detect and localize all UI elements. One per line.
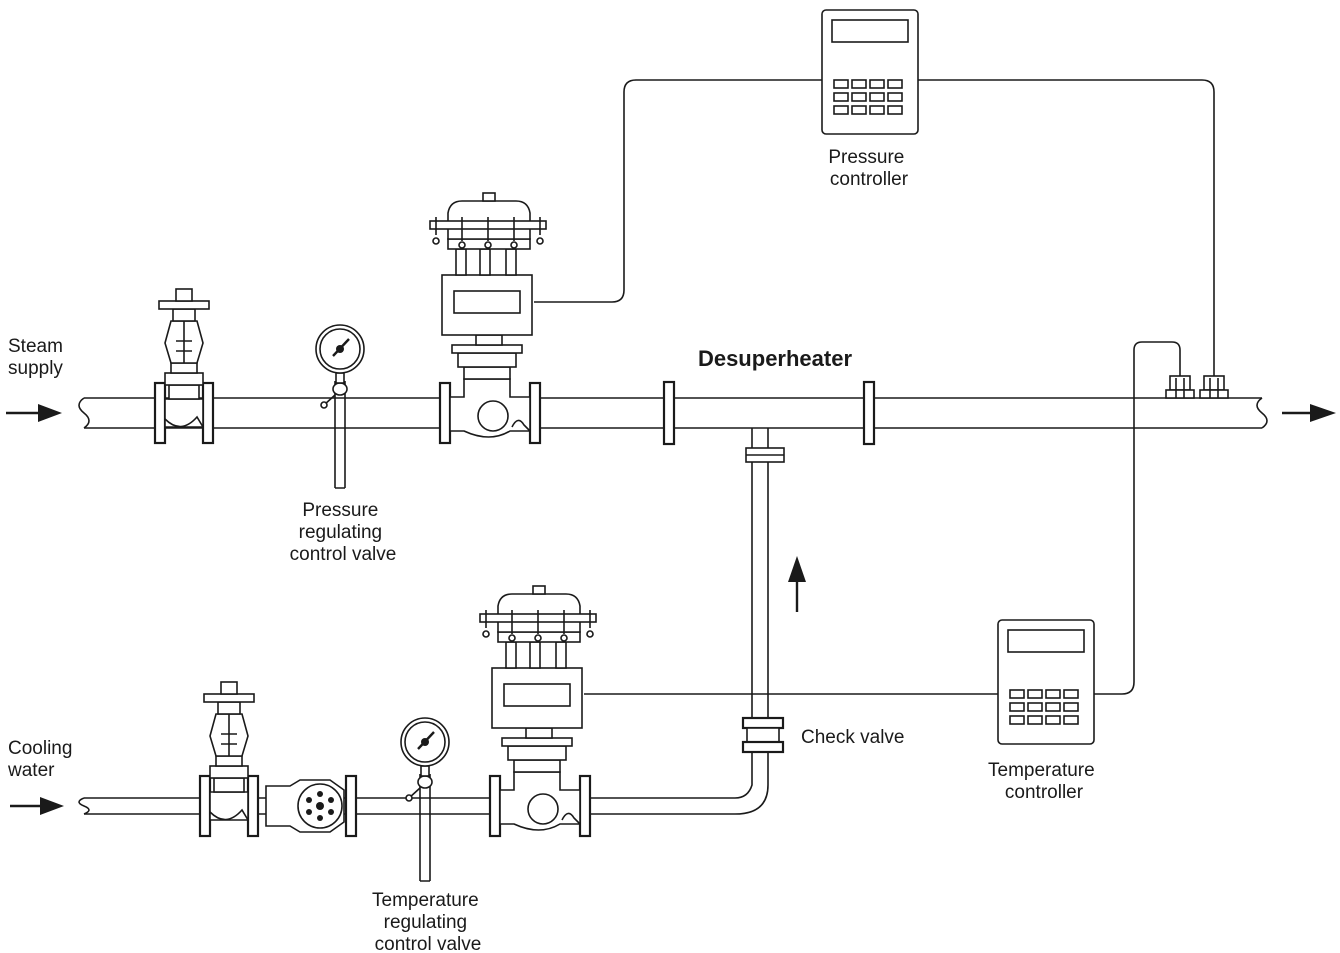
temperature-regulating-control-valve: [478, 584, 598, 838]
pressure-controller-label: Pressure controller: [828, 147, 909, 190]
steam-pressure-gauge: [314, 323, 366, 490]
steam-isolation-valve: [153, 287, 215, 445]
check-valve-label: Check valve: [801, 727, 905, 748]
pressure-sensor: [1199, 375, 1229, 399]
check-valve: [741, 716, 785, 754]
injection-flange: [745, 447, 785, 463]
signal-lines: [534, 79, 1215, 695]
steam-outlet-arrow: [1282, 404, 1336, 422]
temperature-sensor: [1165, 375, 1195, 399]
temperature-controller-label: Temperature controller: [988, 760, 1100, 803]
steam-flange: [862, 380, 876, 446]
temperature-valve-label: Temperature regulating control valve: [372, 890, 484, 953]
steam-supply-label: Steam supply: [8, 336, 68, 379]
desuperheater-title: Desuperheater: [698, 346, 853, 371]
pressure-controller: [821, 9, 919, 135]
cooling-isolation-valve: [198, 680, 260, 838]
cooling-water-label: Cooling water: [7, 738, 78, 781]
injection-flow-arrow: [788, 556, 806, 612]
pressure-regulating-control-valve: [428, 191, 548, 445]
steam-flange: [662, 380, 676, 446]
pressure-valve-label: Pressure regulating control valve: [290, 500, 397, 565]
cooling-inlet-arrow: [10, 797, 64, 815]
cooling-pressure-gauge: [399, 716, 451, 883]
strainer: [265, 774, 358, 838]
steam-inlet-arrow: [6, 404, 62, 422]
temperature-controller: [997, 619, 1095, 745]
